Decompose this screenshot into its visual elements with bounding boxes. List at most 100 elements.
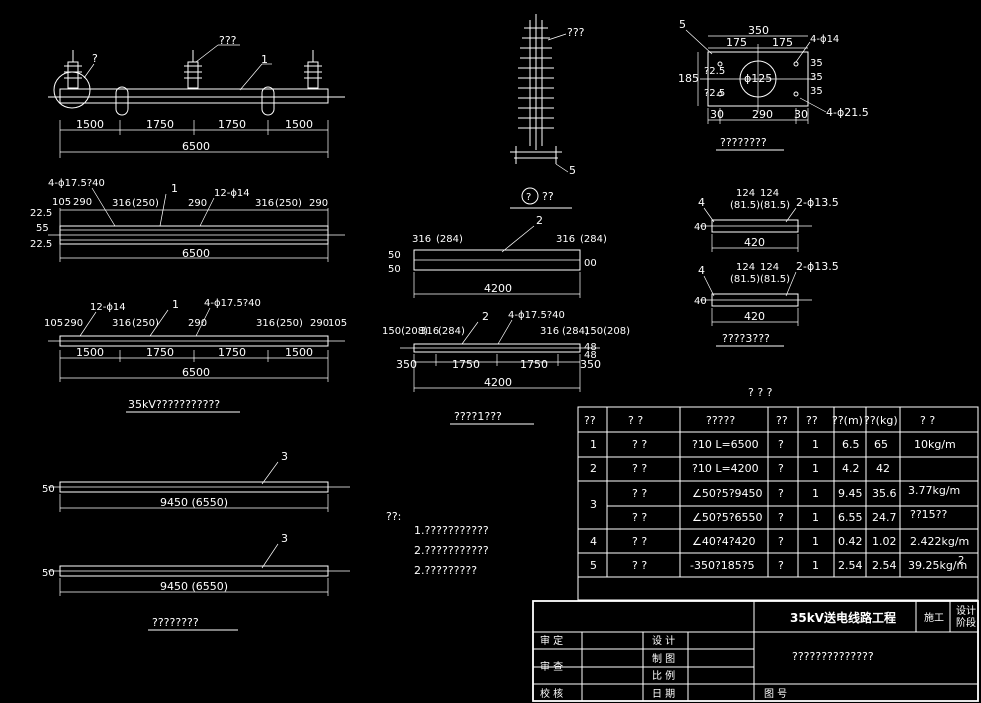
notes-item-2: 2.??????????? [414, 544, 489, 557]
plate-hole-a: 4-ϕ14 [810, 34, 839, 45]
table-cell-r5-c1: 4 [590, 535, 597, 548]
crossarm-side-d-250b: (250) [276, 318, 303, 329]
table-cell-r6-c3: -350?185?5 [690, 559, 755, 572]
crossarm-top-hole-b: 12-ϕ14 [214, 188, 250, 199]
crossarm-top-part: 1 [171, 182, 178, 195]
title-block-stage2b: 阶段 [956, 616, 976, 629]
title-block-date: 日 期 [652, 688, 675, 700]
table-cell-r3-c2: ? ? [632, 487, 647, 500]
crossarm-side-d-l2: 290 [64, 318, 83, 329]
table-cell-r4-c7: 24.7 [872, 511, 897, 524]
table-cell-r1-c2: ? ? [632, 438, 647, 451]
title-block-proof: 校 核 [540, 687, 563, 700]
arm2-top-d2: (284) [436, 234, 463, 245]
arm2-side-d6: 150(208) [584, 326, 630, 337]
table-header-spec: ????? [706, 414, 735, 427]
table-header-weight: ??(kg) [864, 414, 898, 427]
clamp-a-view: 4 124 124 (81.5) (81.5) 2-ϕ13.5 40 420 [694, 188, 839, 252]
crossarm-side-total: 6500 [182, 366, 210, 379]
notes: ??: 1.??????????? 2.??????????? 2.??????… [386, 510, 489, 577]
table-cell-r6-c8: 39.25kg/m [908, 559, 967, 572]
table-cell-r6-c6: 2.54 [838, 559, 863, 572]
crossarm-top-hole-a: 4-ϕ17.5?40 [48, 178, 105, 189]
table-cell-r4-c8: ??15?? [910, 508, 948, 521]
crossarm-top-d3: 316 [112, 198, 131, 209]
arm2-top-d1: 316 [412, 234, 431, 245]
crossarm-side-d-316b: 316 [256, 318, 275, 329]
arrangement-marker: ? [92, 52, 98, 65]
table-header-length: ??(m) [832, 414, 863, 427]
table-cell-r2-c4: ? [778, 462, 784, 475]
table-title: ? ? ? [748, 386, 773, 399]
arm2-side-part: 2 [482, 310, 489, 323]
arm2-top-v1: 50 [388, 250, 401, 261]
title-block-project: 35kV送电线路工程 [790, 610, 896, 625]
crossarm-top-v2: 55 [36, 223, 49, 234]
arm2-side-d2: 316 [420, 326, 439, 337]
plate-caption: ???????? [720, 136, 767, 149]
arm2-side-d5: (284) [562, 326, 589, 337]
table-cell-r2-c1: 2 [590, 462, 597, 475]
clamp-b-d3: (81.5) [730, 274, 760, 285]
plate-part: 5 [679, 18, 686, 31]
arm2-side-d1: 150(208) [382, 326, 428, 337]
table-cell-r2-c5: 1 [812, 462, 819, 475]
bar2-view: 3 50 9450 (6550) ???????? [42, 532, 350, 631]
arm2-side-view: 2 4-ϕ17.5?40 150(208) 316 (284) 316 (284… [382, 310, 630, 425]
title-block-check: 审 查 [540, 660, 563, 673]
title-block: 35kV送电线路工程 施工 设计 阶段 审 定 审 查 校 核 设 计 制 图 … [532, 600, 979, 702]
table-cell-r3-c7: 35.6 [872, 487, 897, 500]
title-block-review: 审 定 [540, 634, 563, 647]
insulator-view: ??? 5 ? ?? [510, 14, 585, 209]
arm2-side-d4: 316 [540, 326, 559, 337]
clamp-b-d2: 124 [760, 262, 779, 273]
title-block-drawno: 图 号 [764, 688, 787, 700]
table-cell-r5-c3: ∠40?4?420 [692, 535, 756, 548]
clamp-b-w: 420 [744, 310, 765, 323]
crossarm-side-d-250a: (250) [132, 318, 159, 329]
bar1-part: 3 [281, 450, 288, 463]
table-cell-r6-c4: ? [778, 559, 784, 572]
crossarm-side-d-316a: 316 [112, 318, 131, 329]
clamp-b-hole: 2-ϕ13.5 [796, 260, 839, 273]
plate-view: 5 4-ϕ14 350 175 175 185 ϕ125 ?2.5 ?2.5 3… [678, 18, 869, 151]
clamp-a-d4: (81.5) [760, 200, 790, 211]
bar2-len: 9450 (6550) [160, 580, 228, 593]
clamp-b-caption: ????3??? [722, 332, 770, 345]
arm2-top-d4: (284) [580, 234, 607, 245]
arm2-side-caption: ????1??? [454, 410, 502, 423]
table-header-remark: ? ? [920, 414, 935, 427]
table-cell-r3-c5: 1 [812, 487, 819, 500]
notes-item-3: 2.????????? [414, 564, 477, 577]
table-cell-r2-c6: 4.2 [842, 462, 860, 475]
title-block-scale: 比 例 [652, 669, 675, 682]
clamp-b-d4: (81.5) [760, 274, 790, 285]
crossarm-side-d-290b: 290 [310, 318, 329, 329]
crossarm-side-d-105b: 105 [328, 318, 347, 329]
plate-v1: ?2.5 [704, 66, 725, 77]
clamp-b-part: 4 [698, 264, 705, 277]
table-cell-r3-c1: 3 [590, 498, 597, 511]
table-cell-r6-c7: 2.54 [872, 559, 897, 572]
clamp-b-d1: 124 [736, 262, 755, 273]
crossarm-side-hole-a: 12-ϕ14 [90, 302, 126, 313]
clamp-a-d1: 124 [736, 188, 755, 199]
arm2-side-d7: 48 [584, 342, 597, 353]
arm2-side-d3: (284) [438, 326, 465, 337]
table-cell-r4-c6: 6.55 [838, 511, 863, 524]
arrangement-dim-2: 1750 [146, 118, 174, 131]
bar1-view: 3 50 9450 (6550) [42, 450, 350, 512]
notes-title: ??: [386, 510, 401, 523]
arm2-side-d8: 48 [584, 350, 597, 361]
crossarm-side-hole-b: 4-ϕ17.5?40 [204, 298, 261, 309]
table-cell-r5-c6: 0.42 [838, 535, 863, 548]
table-cell-r4-c5: 1 [812, 511, 819, 524]
crossarm-side-view: 12-ϕ14 1 4-ϕ17.5?40 105 290 316 (250) 29… [44, 298, 347, 413]
crossarm-top-d1: 105 [52, 197, 71, 208]
table-header-name: ? ? [628, 414, 643, 427]
title-block-stage2a: 设计 [956, 604, 976, 617]
plate-w: 350 [748, 24, 769, 37]
arrangement-part: 1 [261, 53, 268, 66]
bar1-h: 50 [42, 484, 55, 495]
